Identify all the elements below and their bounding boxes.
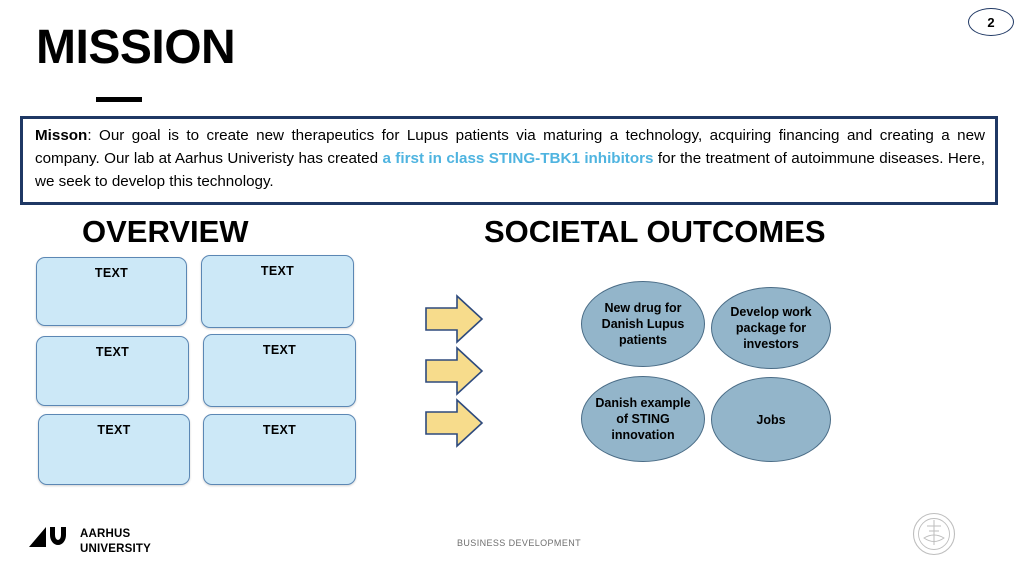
overview-box[interactable]: TEXT xyxy=(36,257,187,326)
aarhus-university-seal-icon xyxy=(912,512,956,556)
outcome-label: Develop work package for investors xyxy=(730,305,812,351)
page-number-value: 2 xyxy=(987,14,995,30)
mission-statement-text: Misson: Our goal is to create new therap… xyxy=(35,125,985,194)
overview-box-label: TEXT xyxy=(262,423,297,437)
title-underline-dash xyxy=(96,97,142,102)
overview-box[interactable]: TEXT xyxy=(201,255,354,328)
arrow-right-icon xyxy=(424,293,484,345)
societal-outcomes-heading: SOCIETAL OUTCOMES xyxy=(484,214,826,249)
overview-box-label: TEXT xyxy=(262,343,297,357)
overview-heading: OVERVIEW xyxy=(82,214,249,249)
aarhus-university-wordmark: AARHUS UNIVERSITY xyxy=(80,527,151,558)
arrow-right-icon xyxy=(424,345,484,397)
outcome-label: Danish example of STING innovation xyxy=(595,396,691,442)
overview-box-label: TEXT xyxy=(260,264,295,278)
overview-box[interactable]: TEXT xyxy=(36,336,189,406)
outcome-label: Jobs xyxy=(756,412,786,427)
footer-center-text: BUSINESS DEVELOPMENT xyxy=(457,538,582,548)
outcome-ellipse[interactable]: New drug for Danish Lupus patients xyxy=(581,281,705,367)
outcome-ellipse[interactable]: Jobs xyxy=(711,377,831,462)
mission-lead-label: Misson xyxy=(35,127,88,144)
outcome-ellipse[interactable]: Develop work package for investors xyxy=(711,287,831,369)
aarhus-university-logo-icon xyxy=(28,526,74,548)
overview-box-label: TEXT xyxy=(97,423,131,437)
arrow-right-icon xyxy=(424,397,484,449)
outcome-ellipse[interactable]: Danish example of STING innovation xyxy=(581,376,705,462)
wordmark-line-2: UNIVERSITY xyxy=(80,543,152,556)
overview-box[interactable]: TEXT xyxy=(38,414,190,485)
overview-box[interactable]: TEXT xyxy=(203,414,356,485)
page-title: MISSION xyxy=(36,21,236,74)
wordmark-line-1: AARHUS xyxy=(80,528,131,540)
mission-highlight-phrase: a first in class STING-TBK1 inhibitors xyxy=(382,149,654,167)
mission-text-part-1: : Our goal is to create new therapeutics… xyxy=(35,127,985,167)
overview-box-label: TEXT xyxy=(95,345,130,359)
overview-box[interactable]: TEXT xyxy=(203,334,356,407)
mission-statement-box: Misson: Our goal is to create new therap… xyxy=(20,116,998,205)
overview-box-label: TEXT xyxy=(94,266,129,280)
page-number-badge: 2 xyxy=(968,8,1014,36)
mission-text-part-2: for the treatment of autoimmune diseases… xyxy=(35,149,985,190)
outcome-label: New drug for Danish Lupus patients xyxy=(601,301,685,347)
